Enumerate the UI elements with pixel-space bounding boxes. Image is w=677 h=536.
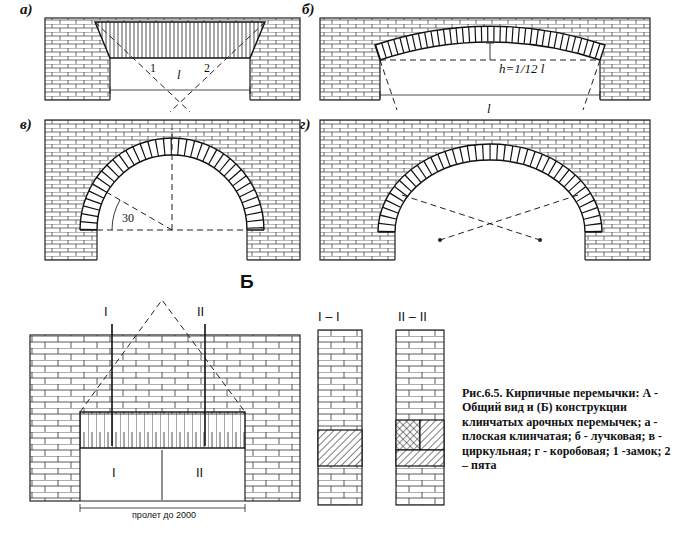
figure-label: 1: [150, 62, 156, 75]
flat-arch-panel: [45, 18, 300, 112]
figure-label: в): [20, 116, 32, 133]
figure-label: l: [487, 102, 491, 116]
figure-label: а): [20, 1, 33, 18]
section-views: [318, 330, 444, 505]
semicircular-arch-panel: [45, 120, 300, 262]
figure-label: Б: [240, 272, 254, 293]
figure-label: I: [112, 466, 116, 480]
figure-label: II – II: [398, 310, 427, 324]
figure-label: г): [300, 116, 311, 133]
figure-label: I: [104, 305, 108, 319]
segmental-arch-panel: [320, 18, 650, 110]
figure-label: 2: [204, 62, 210, 75]
figure-label: h=1/12 l: [498, 62, 545, 76]
figure-label: б): [302, 1, 314, 18]
figure-label: l: [177, 68, 181, 82]
figure-label: 30: [122, 212, 134, 225]
lintel-elevation: [30, 300, 300, 512]
basket-arch-panel: [320, 120, 650, 262]
figure-label: пролет до 2000: [130, 511, 198, 521]
figure-caption: Рис.6.5. Кирпичные перемычки: А - Общий …: [462, 386, 672, 472]
figure-label: II: [196, 466, 203, 480]
figure-label: II: [197, 305, 204, 319]
figure-label: I – I: [318, 310, 340, 324]
